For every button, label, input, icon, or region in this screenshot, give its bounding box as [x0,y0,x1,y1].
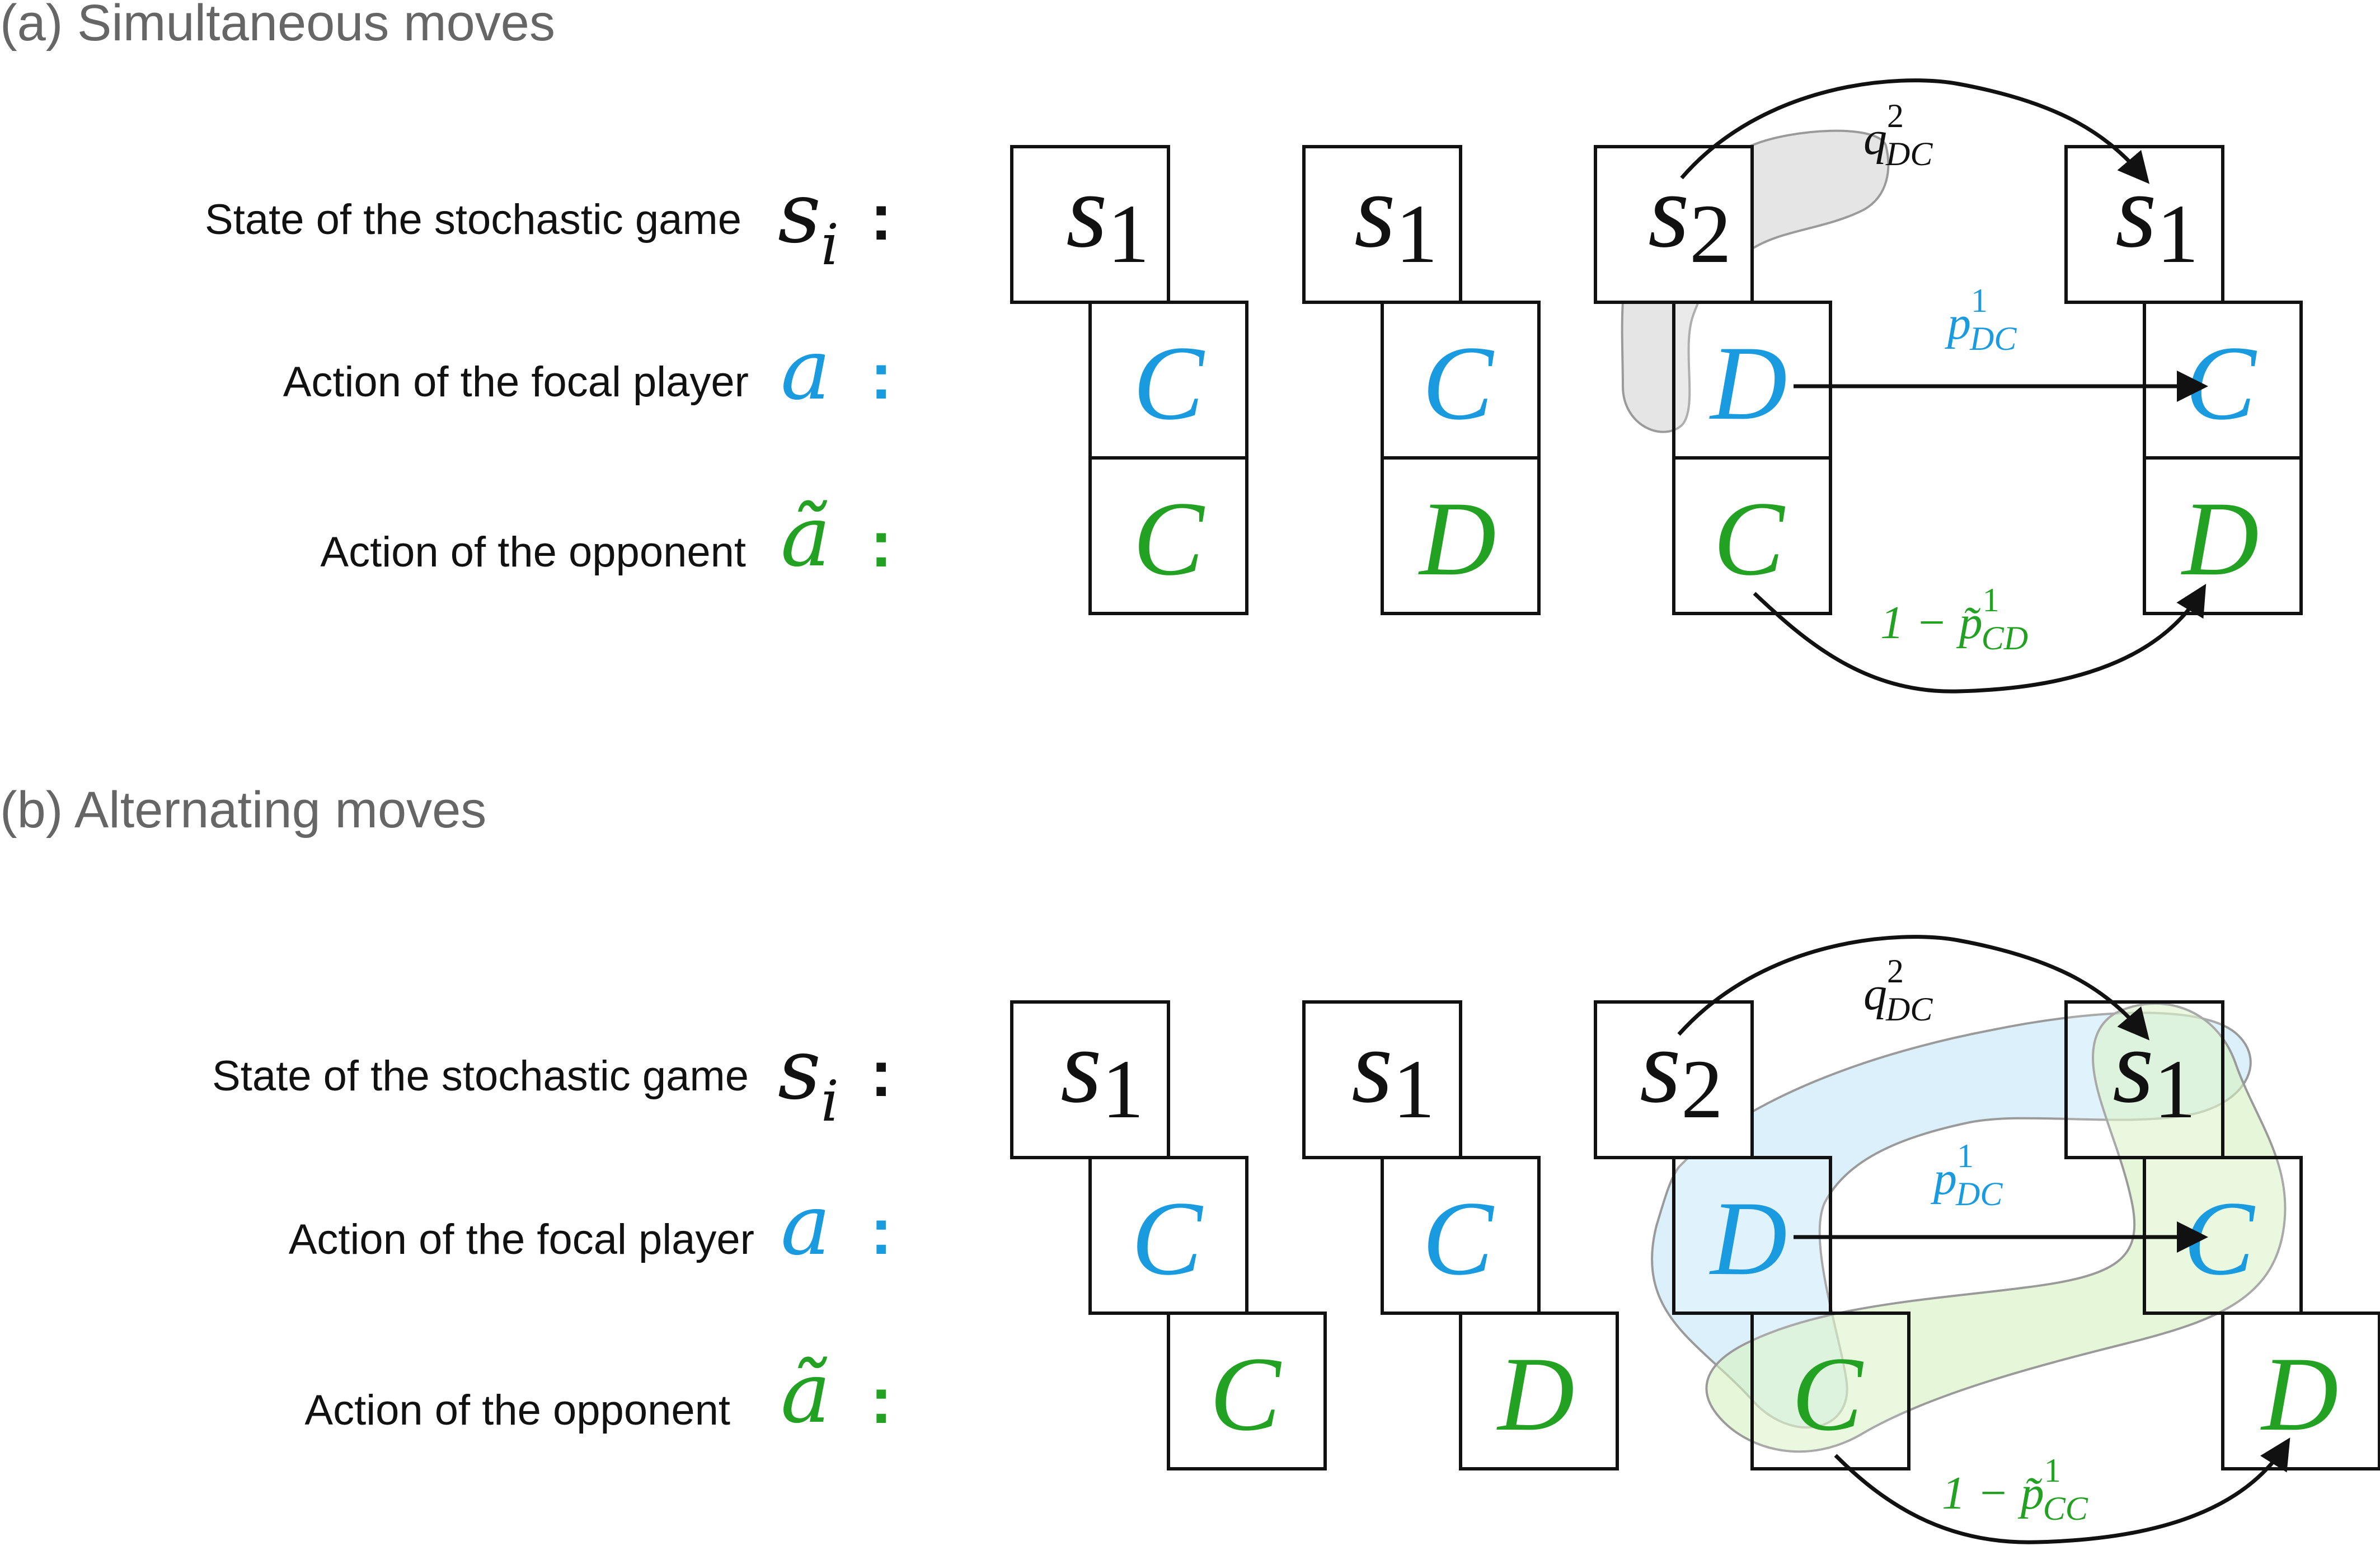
state-cell [1302,145,1462,304]
state-value: s2 [1640,1008,1723,1136]
panel-b-arrow-opponent [1834,1437,2290,1544]
opponent-cell [2221,1312,2380,1470]
panel-b-label-opponent: Action of the opponent [304,1387,730,1434]
opponent-action: C [1792,1336,1864,1453]
opponent-cell [1381,456,1541,615]
panel-a-symbol-focal: a [781,321,830,419]
panel-a: (a) Simultaneous moves State of the stoc… [0,0,2303,694]
opponent-cell [1167,1312,1327,1470]
focal-action: C [1423,325,1495,442]
panel-a-label-opponent: Action of the opponent [320,528,746,576]
opponent-action: C [1210,1336,1282,1453]
focal-action: D [1708,1180,1787,1298]
state-cell [1302,1000,1462,1159]
focal-action: D [1708,325,1787,442]
panel-b: (b) Alternating moves State of the stoch… [0,781,2380,1544]
panel-b-symbol-focal: a [781,1177,830,1274]
panel-b-symbol-opponent: ã [781,1345,830,1442]
state-value: s1 [1066,152,1149,280]
opponent-cell [1750,1312,1910,1470]
opponent-action: D [2180,480,2259,598]
panel-a-arrow-state [1680,78,2150,184]
opponent-cell [1459,1312,1619,1470]
state-value: s1 [1060,1008,1144,1136]
state-value: s1 [1351,1008,1435,1136]
panel-a-colon-focal: : [870,339,892,413]
opponent-action: C [1133,480,1205,598]
panel-a-label-focal: Action of the focal player [283,358,749,406]
opponent-action: C [1714,480,1786,598]
panel-b-title: (b) Alternating moves [0,781,486,839]
panel-a-step-3: s2 D C [1594,145,1832,615]
panel-b-highlight-green [1705,1002,2287,1453]
panel-b-symbol-state: si [778,1021,839,1134]
focal-action: C [2185,325,2257,442]
panel-a-step-4: s1 C D [2064,145,2303,615]
focal-action: C [1423,1180,1495,1298]
panel-b-arrow-state [1677,935,2150,1041]
state-cell [1010,1000,1170,1159]
focal-cell [1088,1156,1248,1315]
panel-a-label-state: State of the stochastic game [205,196,741,243]
focal-action: C [1133,325,1205,442]
panel-b-step-2: s1 C D [1302,1000,1619,1470]
state-value: s2 [1648,152,1731,280]
panel-a-symbol-opponent: ã [781,488,830,586]
state-value: s1 [1354,152,1438,280]
panel-a-symbol-state: si [778,165,839,278]
opponent-action: D [1417,480,1496,598]
opponent-action: D [1496,1336,1574,1453]
panel-b-step-1: s1 C C [1010,1000,1327,1470]
opponent-cell [1672,456,1832,615]
opponent-cell [2143,456,2303,615]
opponent-action: D [2260,1336,2338,1453]
focal-cell [2143,301,2303,460]
panel-b-label-focal: Action of the focal player [289,1216,754,1263]
panel-b-colon-focal: : [870,1195,892,1268]
focal-cell [1381,1156,1541,1315]
panel-a-title: (a) Simultaneous moves [0,0,555,51]
state-cell [1010,145,1170,304]
panel-a-arrow-opponent [1753,584,2207,694]
panel-a-step-2: s1 C D [1302,145,1541,615]
state-value: s1 [2115,152,2199,280]
panel-b-label-state: State of the stochastic game [212,1052,749,1100]
opponent-cell [1088,456,1248,615]
panel-b-colon-opponent: : [870,1364,892,1437]
state-cell [1594,145,1754,304]
panel-b-colon-state: : [870,1037,892,1111]
panel-a-colon-opponent: : [870,507,892,581]
panel-a-step-1: s1 C C [1010,145,1248,615]
state-cell [1594,1000,1754,1159]
focal-cell [1672,301,1832,460]
focal-cell [1381,301,1541,460]
panel-a-colon-state: : [870,180,892,254]
focal-action: C [1132,1180,1204,1298]
